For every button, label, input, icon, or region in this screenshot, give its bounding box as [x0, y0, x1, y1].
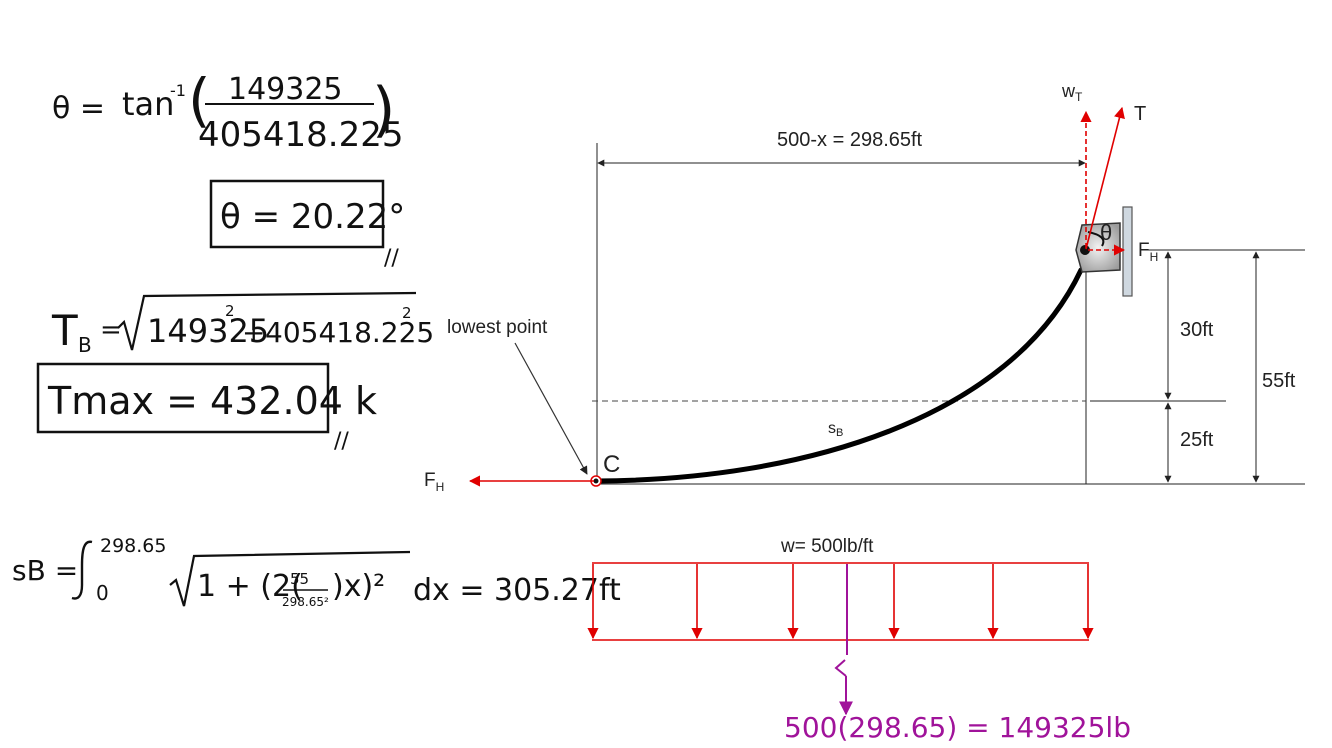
lowest-point-label: lowest point	[447, 317, 548, 338]
tb-term2: 405418.225	[265, 316, 434, 349]
tb-lhs: T	[51, 306, 78, 355]
fh-right-label: FH	[1138, 240, 1158, 264]
right-paren: )	[372, 75, 395, 145]
left-paren: (	[188, 66, 211, 134]
theta-arc	[1087, 231, 1105, 247]
theta-denominator: 405418.225	[198, 115, 404, 155]
lowest-point-leader	[514, 342, 588, 475]
tb-exp2: 2	[402, 304, 412, 322]
wt-label: wT	[1061, 81, 1083, 104]
dim-30-label: 30ft	[1180, 319, 1214, 341]
tb-equals: =	[100, 315, 122, 345]
sb-label: sB	[828, 420, 843, 439]
load-label: w= 500lb/ft	[780, 536, 874, 557]
support-block	[1075, 222, 1121, 273]
inverse-exponent: -1	[170, 81, 186, 100]
t-arrow	[1085, 106, 1125, 250]
dim-55-label: 55ft	[1262, 370, 1296, 392]
sb-lhs: sB =	[12, 554, 78, 587]
point-c-label: C	[603, 451, 620, 478]
tb-term1: 149325	[147, 312, 269, 350]
t-label: T	[1134, 103, 1146, 125]
theta-numerator: 149325	[228, 72, 343, 107]
tmax-result: Tmax = 432.04 k	[47, 379, 377, 423]
theta-result: θ = 20.22°	[220, 197, 405, 237]
sb-lower-limit: 0	[96, 581, 109, 605]
arc-length-equation: sB = 298.65 0 1 + (2( 55 298.65² )x)² dx…	[12, 535, 621, 609]
theta-equation: θ = tan -1 ( 149325 405418.225 )	[52, 66, 404, 155]
cable-curve	[594, 267, 1084, 484]
tan-function: tan	[122, 85, 174, 123]
dim-25-label: 25ft	[1180, 429, 1214, 451]
sb-tail: dx = 305.27ft	[413, 573, 621, 608]
done-mark-1: //	[384, 246, 399, 271]
theta-result-box: θ = 20.22° //	[209, 179, 405, 271]
tension-equation: T B = 149325 2 + 405418.225 2	[51, 291, 434, 357]
cable-diagram: 500-x = 298.65ft 30ft 25ft 55ft sB lowes…	[424, 81, 1305, 494]
resultant-squiggle	[834, 659, 847, 677]
sqrt-sign-2	[169, 550, 411, 607]
tb-subscript: B	[78, 333, 92, 357]
sb-upper-limit: 298.65	[100, 535, 166, 557]
tmax-result-box: Tmax = 432.04 k //	[36, 362, 377, 454]
integral-sign	[71, 540, 93, 600]
sqrt-sign	[117, 291, 417, 351]
tb-exp1: 2	[225, 302, 235, 320]
point-c-dot	[593, 478, 599, 484]
support-pin	[1080, 245, 1090, 255]
sb-body-2: )x)²	[332, 569, 385, 604]
theta-label: θ	[1100, 220, 1112, 245]
sb-frac-den: 298.65²	[282, 595, 329, 609]
resultant-label: 500(298.65) = 149325lb	[784, 711, 1131, 744]
done-mark-2: //	[334, 429, 349, 454]
fh-left-label: FH	[424, 470, 444, 494]
tb-plus: +	[242, 316, 265, 349]
theta-lhs: θ =	[52, 91, 105, 126]
sb-body-1: 1 + (2(	[197, 569, 303, 604]
horizontal-dimension-label: 500-x = 298.65ft	[777, 129, 923, 151]
support-wall	[1122, 206, 1133, 297]
distributed-load: w= 500lb/ft 500(298.65) = 149325lb	[587, 536, 1131, 744]
sb-frac-num: 55	[290, 570, 309, 588]
